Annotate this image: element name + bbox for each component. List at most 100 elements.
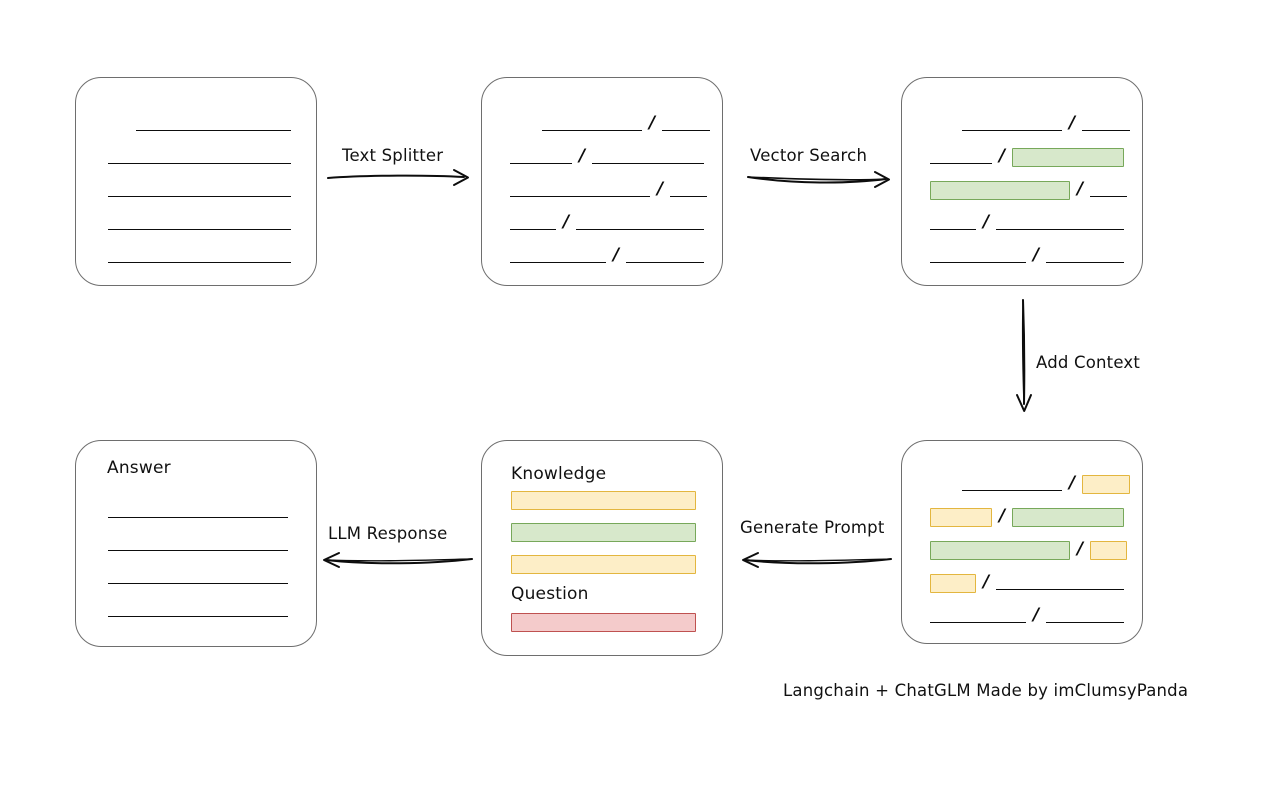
highlight-chip-yellow	[1082, 474, 1131, 494]
chunk-separator-slash: /	[1069, 112, 1076, 133]
text-line-segment	[510, 229, 556, 230]
document-line	[108, 213, 291, 233]
document-line	[108, 567, 288, 587]
highlight-chip-yellow	[930, 507, 992, 527]
text-line-segment	[996, 229, 1125, 230]
chunk-row: /	[510, 178, 708, 200]
text-line-segment	[542, 130, 642, 131]
document-line	[108, 600, 288, 620]
chunk-separator-slash: /	[999, 145, 1006, 166]
edge-generate-prompt-arrow	[742, 552, 892, 568]
chunk-separator-slash: /	[1033, 604, 1040, 625]
chunk-row: /	[930, 571, 1125, 593]
chunk-separator-slash: /	[649, 112, 656, 133]
node-source-document[interactable]	[75, 77, 317, 286]
text-line-segment	[108, 262, 291, 263]
chunk-row: /	[510, 244, 705, 266]
text-line-segment	[510, 196, 650, 197]
chunk-separator-slash: /	[983, 211, 990, 232]
text-line-segment	[1046, 622, 1125, 623]
source-document-lines	[76, 78, 316, 285]
edge-text-splitter-arrow	[327, 169, 469, 186]
text-line-segment	[592, 163, 705, 164]
knowledge-label: Knowledge	[511, 464, 607, 484]
chunk-row: /	[930, 507, 1125, 527]
chunk-row: /	[510, 147, 705, 167]
text-line-segment	[108, 196, 291, 197]
text-line-segment	[108, 163, 291, 164]
edge-label-text-splitter: Text Splitter	[342, 146, 444, 165]
text-line-segment	[930, 163, 992, 164]
text-line-segment	[108, 550, 288, 551]
chunk-separator-slash: /	[563, 211, 570, 232]
edge-label-add-context: Add Context	[1036, 353, 1141, 372]
split-chunks-rows: / / / / /	[482, 78, 722, 285]
document-line	[108, 246, 291, 266]
question-label: Question	[511, 584, 589, 604]
document-line	[108, 501, 288, 521]
node-answer[interactable]: Answer	[75, 440, 317, 647]
text-line-segment	[510, 262, 606, 263]
vector-hits-rows: / / / / /	[902, 78, 1142, 285]
text-line-segment	[1090, 196, 1128, 197]
text-line-segment	[1046, 262, 1125, 263]
edge-label-llm-response: LLM Response	[328, 524, 448, 543]
context-added-rows: / / / / /	[902, 441, 1142, 643]
chunk-row: /	[930, 246, 1125, 266]
chunk-row: /	[930, 211, 1125, 233]
text-line-segment	[930, 262, 1026, 263]
node-context-added[interactable]: / / / / /	[901, 440, 1143, 644]
chunk-separator-slash: /	[613, 244, 620, 265]
chunk-row: /	[930, 145, 1125, 167]
chunk-row: /	[930, 178, 1128, 200]
chunk-separator-slash: /	[983, 571, 990, 592]
text-line-segment	[626, 262, 705, 263]
text-line-segment	[108, 517, 288, 518]
footer-credit: Langchain + ChatGLM Made by imClumsyPand…	[783, 681, 1189, 700]
edge-add-context-arrow	[1016, 299, 1032, 412]
chunk-row: /	[930, 538, 1128, 560]
knowledge-bar-yellow	[511, 555, 696, 574]
node-split-chunks[interactable]: / / / / /	[481, 77, 723, 286]
edge-label-vector-search: Vector Search	[750, 146, 868, 165]
highlight-chip-green	[930, 180, 1070, 200]
text-line-segment	[962, 130, 1062, 131]
chunk-row: /	[542, 112, 711, 134]
text-line-segment	[136, 130, 291, 131]
chunk-row: /	[962, 472, 1131, 494]
answer-title: Answer	[107, 458, 171, 478]
text-line-segment	[108, 583, 288, 584]
chunk-row: /	[930, 604, 1125, 626]
text-line-segment	[576, 229, 705, 230]
document-line	[108, 534, 288, 554]
highlight-chip-yellow	[1090, 540, 1128, 560]
question-bar-red	[511, 613, 696, 632]
document-line	[136, 114, 291, 134]
answer-lines	[76, 441, 316, 646]
highlight-chip-green	[930, 540, 1070, 560]
highlight-chip-green	[1012, 147, 1125, 167]
chunk-separator-slash: /	[657, 178, 664, 199]
text-line-segment	[662, 130, 711, 131]
chunk-separator-slash: /	[1077, 178, 1084, 199]
chunk-row: /	[962, 112, 1131, 134]
chunk-separator-slash: /	[1077, 538, 1084, 559]
knowledge-bar-yellow	[511, 491, 696, 510]
text-line-segment	[930, 229, 976, 230]
highlight-chip-green	[1012, 507, 1125, 527]
node-vector-hits[interactable]: / / / / /	[901, 77, 1143, 286]
knowledge-bar-green	[511, 523, 696, 542]
text-line-segment	[108, 229, 291, 230]
chunk-row: /	[510, 211, 705, 233]
node-prompt[interactable]: Knowledge Question	[481, 440, 723, 656]
chunk-separator-slash: /	[1069, 472, 1076, 493]
text-line-segment	[996, 589, 1125, 590]
text-line-segment	[930, 622, 1026, 623]
document-line	[108, 147, 291, 167]
text-line-segment	[962, 490, 1062, 491]
edge-llm-response-arrow	[323, 552, 473, 568]
document-line	[108, 180, 291, 200]
text-line-segment	[670, 196, 708, 197]
text-line-segment	[1082, 130, 1131, 131]
